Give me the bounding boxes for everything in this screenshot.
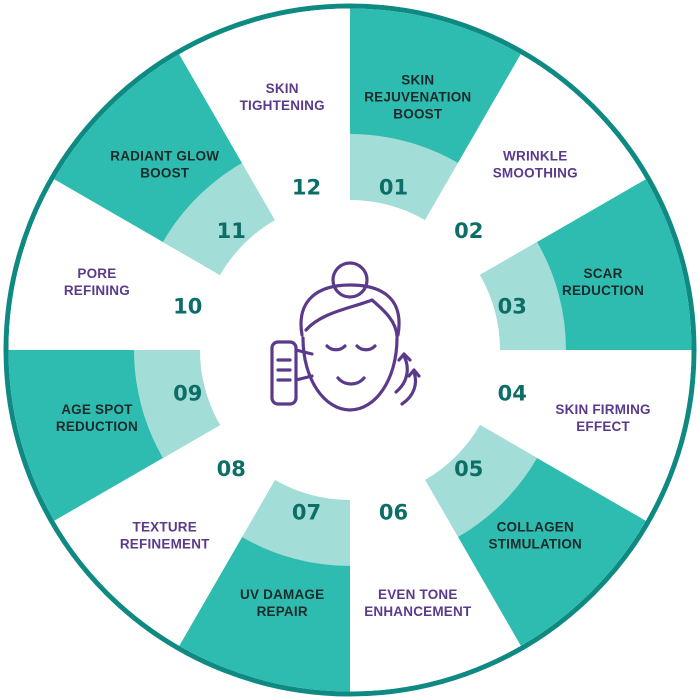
segment-label-line: SMOOTHING (493, 166, 578, 181)
segment-label: EVEN TONE ENHANCEMENT (364, 587, 472, 619)
segment-label-line: REDUCTION (56, 419, 138, 434)
segment-label-line: REFINEMENT (120, 536, 210, 551)
segment-band-05 (425, 425, 538, 538)
segment-label-line: EFFECT (576, 419, 630, 434)
segment-number: 04 (498, 381, 527, 405)
segment-label-line: SCAR (584, 266, 623, 281)
segment-number: 09 (173, 381, 202, 405)
segment-number: 07 (292, 500, 321, 524)
segment-label: SKIN TIGHTENING (240, 81, 325, 113)
segment-band-01 (350, 134, 458, 221)
segment-label: SKIN FIRMING EFFECT (555, 402, 650, 434)
segment-number: 02 (454, 219, 483, 243)
segment-label-line: SKIN (401, 72, 434, 87)
segment-label-line: BOOST (140, 166, 190, 181)
segment-label-line: ENHANCEMENT (364, 604, 472, 619)
segment-label-line: REJUVENATION (364, 89, 471, 104)
segment-label-line: REDUCTION (562, 283, 644, 298)
face-skincare-device-icon (270, 261, 421, 412)
segment-band-06 (350, 479, 458, 566)
segment-band-11 (162, 162, 275, 275)
segment-label: WRINKLE SMOOTHING (493, 149, 578, 181)
segment-band-12 (242, 134, 350, 221)
center-disc (200, 200, 500, 500)
segment-label-line: SKIN FIRMING (555, 402, 650, 417)
segment-number: 06 (379, 500, 408, 524)
segment-band-10 (134, 242, 221, 350)
segment-label-line: TIGHTENING (240, 98, 325, 113)
segment-label: PORE REFINING (64, 266, 130, 298)
segment-number: 03 (498, 295, 527, 319)
segment-band-09 (134, 350, 221, 458)
segment-band-08 (162, 425, 275, 538)
segment-label: TEXTURE REFINEMENT (120, 519, 210, 551)
segment-band-03 (479, 242, 566, 350)
segment-label-line: WRINKLE (503, 149, 567, 164)
segment-number: 11 (217, 219, 246, 243)
segment-label-line: REFINING (64, 283, 130, 298)
segment-label-line: SKIN (266, 81, 299, 96)
segment-label: UV DAMAGE REPAIR (240, 587, 324, 619)
segment-label: AGE SPOT REDUCTION (56, 402, 138, 434)
segment-label-line: REPAIR (257, 604, 308, 619)
segment-band-04 (479, 350, 566, 458)
segment-label-line: PORE (77, 266, 116, 281)
segment-number: 12 (292, 176, 321, 200)
segment-band-02 (425, 162, 538, 275)
segment-label: RADIANT GLOW BOOST (110, 149, 219, 181)
segment-band-07 (242, 479, 350, 566)
segment-number: 10 (173, 295, 202, 319)
segment-label-line: TEXTURE (133, 519, 197, 534)
segment-label-line: STIMULATION (489, 536, 582, 551)
segment-label: SCAR REDUCTION (562, 266, 644, 298)
segment-label-line: EVEN TONE (378, 587, 458, 602)
segment-label: SKIN REJUVENATION BOOST (364, 72, 471, 121)
segment-label-line: BOOST (393, 106, 443, 121)
segment-label-line: UV DAMAGE (240, 587, 324, 602)
segment-number: 08 (217, 457, 246, 481)
segment-label-line: RADIANT GLOW (110, 149, 219, 164)
segments-layer: 01 SKIN REJUVENATION BOOST 02 WRINKLE SMOOTHIN… (8, 8, 692, 692)
segment-label-line: COLLAGEN (497, 519, 574, 534)
outer-ring (3, 3, 697, 697)
segment-number: 05 (454, 457, 483, 481)
segment-label: COLLAGEN STIMULATION (489, 519, 582, 551)
segment-number: 01 (379, 176, 408, 200)
segment-label-line: AGE SPOT (61, 402, 133, 417)
